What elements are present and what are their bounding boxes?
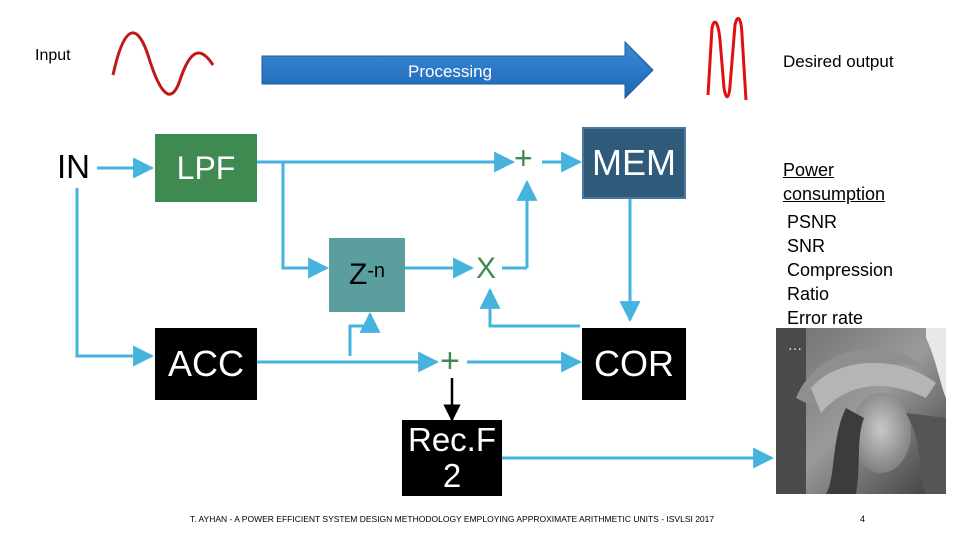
metric-item: SNR — [787, 236, 826, 256]
output-image: … — [776, 328, 946, 494]
in-label: IN — [57, 148, 90, 185]
output-wave — [706, 16, 748, 101]
metrics-list: PSNR SNR Compression Ratio Error rate — [787, 210, 893, 330]
top-adder: + — [514, 140, 533, 176]
cor-block: COR — [582, 328, 686, 400]
footer-citation: T. AYHAN - A POWER EFFICIENT SYSTEM DESI… — [190, 514, 715, 524]
delay-exponent: -n — [367, 259, 386, 282]
recf-label-line2: 2 — [442, 457, 462, 494]
cor-label: COR — [594, 343, 674, 384]
metrics-power: Power consumption — [783, 158, 885, 206]
lpf-label: LPF — [176, 149, 236, 186]
desired-output-label: Desired output — [783, 52, 894, 71]
acc-block: ACC — [155, 328, 257, 400]
metric-item: Error rate — [787, 308, 864, 328]
recf-label-line1: Rec.F — [407, 421, 496, 458]
processing-label: Processing — [408, 62, 493, 81]
mem-block: MEM — [582, 127, 686, 199]
bottom-adder: + — [440, 342, 460, 380]
delay-base: Z — [348, 258, 368, 291]
metric-power-line2: consumption — [783, 184, 886, 204]
metric-item: Compression — [787, 260, 894, 280]
metric-item: PSNR — [787, 212, 838, 232]
lpf-block: LPF — [155, 134, 257, 202]
metric-item: Ratio — [787, 284, 830, 304]
page-number: 4 — [860, 514, 866, 524]
input-label: Input — [35, 47, 71, 64]
delay-block: Z-n — [329, 238, 405, 312]
multiplier: X — [476, 252, 497, 285]
metric-ellipsis: … — [788, 338, 802, 354]
metric-power-line1: Power — [783, 160, 835, 180]
acc-label: ACC — [167, 343, 244, 384]
mem-label: MEM — [592, 142, 676, 183]
input-sine-wave — [111, 31, 215, 96]
processing-arrow — [261, 40, 654, 100]
recf-block: Rec.F 2 — [402, 420, 502, 496]
